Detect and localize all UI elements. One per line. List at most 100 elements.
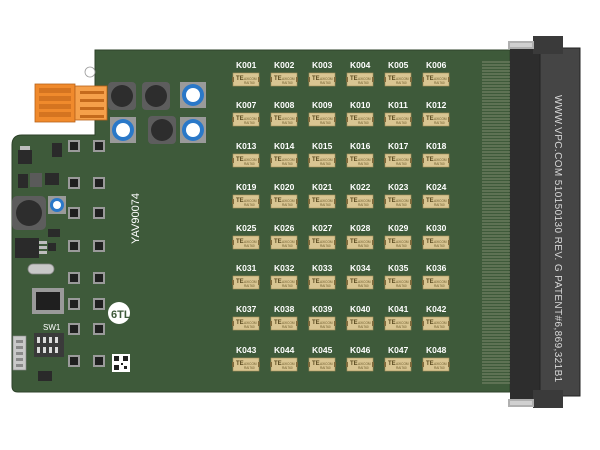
svg-text:TE: TE [388,116,396,122]
capacitor [180,117,206,143]
relay-label: K029 [388,223,409,233]
svg-text:TE: TE [236,198,244,204]
relay-label: K010 [350,100,371,110]
connector-label: WWW.VPC.COM 510150130 REV. G PATENT#6,86… [552,95,563,383]
inductor [148,116,176,144]
svg-text:AXICOM: AXICOM [434,240,447,244]
svg-text:AXICOM: AXICOM [434,280,447,284]
relay-label: K004 [350,60,371,70]
inductor [108,82,136,110]
svg-text:AXICOM: AXICOM [244,117,257,121]
svg-text:AXICOM: AXICOM [244,362,257,366]
relay-label: K002 [274,60,295,70]
svg-text:RAI760: RAI760 [320,284,331,288]
svg-text:RAI760: RAI760 [434,121,445,125]
svg-text:TE: TE [426,116,434,122]
svg-text:AXICOM: AXICOM [358,158,371,162]
svg-text:AXICOM: AXICOM [434,158,447,162]
svg-text:AXICOM: AXICOM [320,362,333,366]
svg-text:AXICOM: AXICOM [396,240,409,244]
svg-text:RAI760: RAI760 [244,203,255,207]
svg-text:TE: TE [388,279,396,285]
relay-label: K021 [312,182,333,192]
svg-text:RAI760: RAI760 [320,121,331,125]
svg-text:RAI760: RAI760 [358,366,369,370]
capacitor [180,82,206,108]
svg-text:RAI760: RAI760 [358,203,369,207]
svg-text:RAI760: RAI760 [282,244,293,248]
svg-text:AXICOM: AXICOM [396,199,409,203]
relay-label: K012 [426,100,447,110]
svg-text:RAI760: RAI760 [282,162,293,166]
svg-text:TE: TE [426,320,434,326]
svg-text:AXICOM: AXICOM [282,240,295,244]
relay-label: K017 [388,141,409,151]
svg-text:TE: TE [274,116,282,122]
svg-text:RAI760: RAI760 [282,284,293,288]
dip-switch [34,333,64,357]
relay-label: K035 [388,263,409,273]
connector-screw [508,41,534,49]
svg-text:RAI760: RAI760 [282,81,293,85]
ic-column [68,140,105,367]
svg-text:TE: TE [274,239,282,245]
relay-label: K020 [274,182,295,192]
relay-label: K039 [312,304,333,314]
relay-label: K028 [350,223,371,233]
smd-chip [45,173,59,185]
svg-text:RAI760: RAI760 [396,203,407,207]
smd-chip [48,229,60,237]
svg-text:TE: TE [388,361,396,367]
relay-label: K034 [350,263,371,273]
relay-label: K026 [274,223,295,233]
svg-text:RAI760: RAI760 [244,81,255,85]
relay-label: K048 [426,345,447,355]
svg-text:TE: TE [388,239,396,245]
relay-label: K025 [236,223,257,233]
svg-text:TE: TE [236,157,244,163]
svg-text:RAI760: RAI760 [282,366,293,370]
company-logo: 6TL engineering [108,302,131,328]
mounting-hole [84,66,96,78]
svg-text:TE: TE [312,361,320,367]
svg-text:TE: TE [274,157,282,163]
svg-text:AXICOM: AXICOM [320,77,333,81]
small-ic [68,140,80,152]
svg-text:TE: TE [350,76,358,82]
svg-text:TE: TE [312,116,320,122]
svg-text:RAI760: RAI760 [320,162,331,166]
edge-contacts [482,61,510,384]
svg-text:RAI760: RAI760 [396,284,407,288]
svg-text:RAI760: RAI760 [320,81,331,85]
small-ic [68,355,80,367]
relay-label: K032 [274,263,295,273]
switch-label: SW1 [43,323,61,332]
svg-text:AXICOM: AXICOM [244,321,257,325]
pin-header [12,335,27,371]
relay-label: K007 [236,100,257,110]
small-ic [93,323,105,335]
smd-chip [18,174,28,188]
svg-text:AXICOM: AXICOM [320,321,333,325]
svg-text:AXICOM: AXICOM [282,321,295,325]
svg-text:RAI760: RAI760 [244,284,255,288]
svg-text:RAI760: RAI760 [396,366,407,370]
svg-text:TE: TE [426,279,434,285]
relay-label: K046 [350,345,371,355]
